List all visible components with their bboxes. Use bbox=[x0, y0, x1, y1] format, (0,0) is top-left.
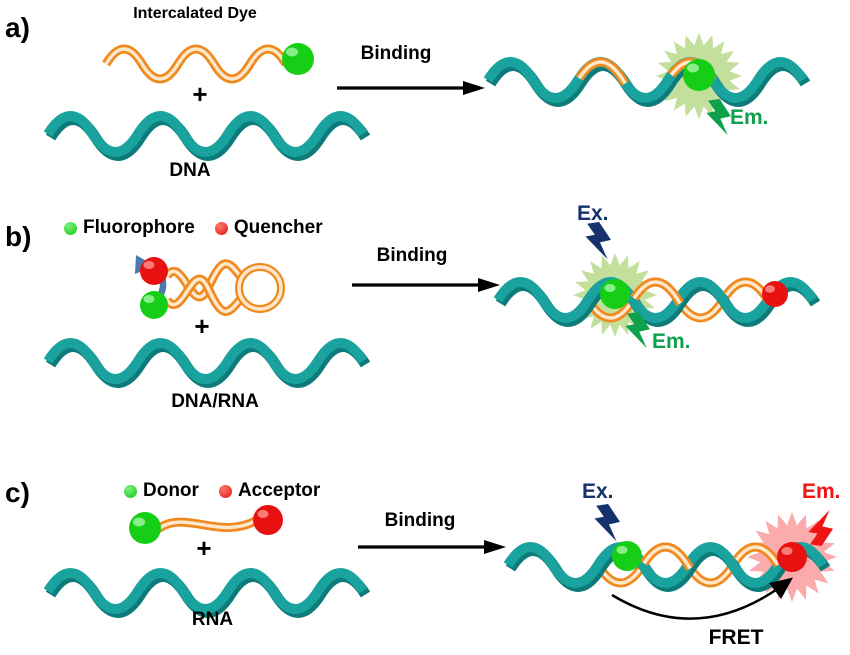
quencher-legend-label: Quencher bbox=[233, 217, 323, 238]
emission-bolt-icon-c bbox=[808, 509, 833, 546]
emission-bolt-icon-b bbox=[625, 312, 650, 349]
binding-label-b: Binding bbox=[376, 245, 448, 266]
emission-label-b: Em. bbox=[652, 330, 691, 353]
excitation-label-b: Ex. bbox=[577, 202, 609, 225]
fluorophore-dot-bound bbox=[600, 279, 630, 309]
fret-probe-strand bbox=[129, 505, 283, 544]
donor-dot bbox=[129, 512, 161, 544]
acceptor-dot bbox=[253, 505, 283, 535]
intercalated-dye-probe-strand bbox=[102, 43, 314, 84]
fluorophore-dot-icon bbox=[64, 221, 77, 235]
beacon-duplex-product bbox=[493, 222, 821, 349]
quencher-dot-bound bbox=[762, 281, 788, 307]
binding-arrow-b bbox=[352, 278, 500, 292]
panel-c-label: c) bbox=[5, 477, 30, 508]
panel-b-label: b) bbox=[5, 221, 32, 252]
rna-strand-c bbox=[43, 568, 371, 618]
substrate-label-a: DNA bbox=[169, 160, 211, 181]
panel-a-label: a) bbox=[5, 12, 30, 43]
fret-duplex-product bbox=[503, 504, 837, 620]
binding-label-a: Binding bbox=[360, 43, 432, 64]
excitation-label-c: Ex. bbox=[582, 480, 614, 503]
quencher-dot bbox=[140, 257, 168, 285]
quencher-dot-icon bbox=[214, 221, 228, 235]
donor-dot-icon bbox=[124, 484, 137, 498]
plus-sign-b: + bbox=[194, 311, 210, 341]
dna-rna-strand-b bbox=[43, 338, 371, 388]
panel-a-title: Intercalated Dye bbox=[133, 5, 257, 22]
substrate-label-b: DNA/RNA bbox=[171, 391, 259, 412]
intercalated-dye-dot-bound bbox=[683, 59, 715, 91]
donor-dot-bound bbox=[612, 541, 642, 571]
emission-bolt-icon-a bbox=[706, 99, 731, 136]
duplex-with-dye-product bbox=[483, 33, 811, 136]
legend-c: Donor Acceptor bbox=[124, 480, 320, 502]
intercalated-dye-dot bbox=[282, 43, 314, 75]
acceptor-dot-bound bbox=[777, 542, 807, 572]
excitation-bolt-icon-c bbox=[594, 504, 620, 542]
fluorophore-dot bbox=[140, 291, 168, 319]
fret-label: FRET bbox=[708, 626, 764, 649]
donor-legend-label: Donor bbox=[143, 480, 199, 501]
fluorophore-legend-label: Fluorophore bbox=[83, 217, 195, 238]
excitation-bolt-icon-b bbox=[585, 222, 611, 260]
binding-label-c: Binding bbox=[384, 510, 456, 531]
acceptor-legend-label: Acceptor bbox=[237, 480, 321, 501]
acceptor-dot-icon bbox=[218, 484, 232, 498]
binding-arrow-c bbox=[358, 540, 506, 554]
plus-sign-c: + bbox=[196, 533, 212, 563]
plus-sign-a: + bbox=[192, 79, 208, 109]
dna-strand-a bbox=[43, 111, 371, 161]
molecular-beacon-probe bbox=[135, 255, 285, 319]
binding-arrow-a bbox=[337, 81, 485, 95]
legend-b: Fluorophore Quencher bbox=[64, 217, 323, 239]
emission-label-a: Em. bbox=[730, 106, 769, 129]
fret-transfer-arrow bbox=[611, 577, 793, 620]
emission-label-c: Em. bbox=[802, 480, 841, 503]
substrate-label-c: RNA bbox=[191, 609, 234, 630]
